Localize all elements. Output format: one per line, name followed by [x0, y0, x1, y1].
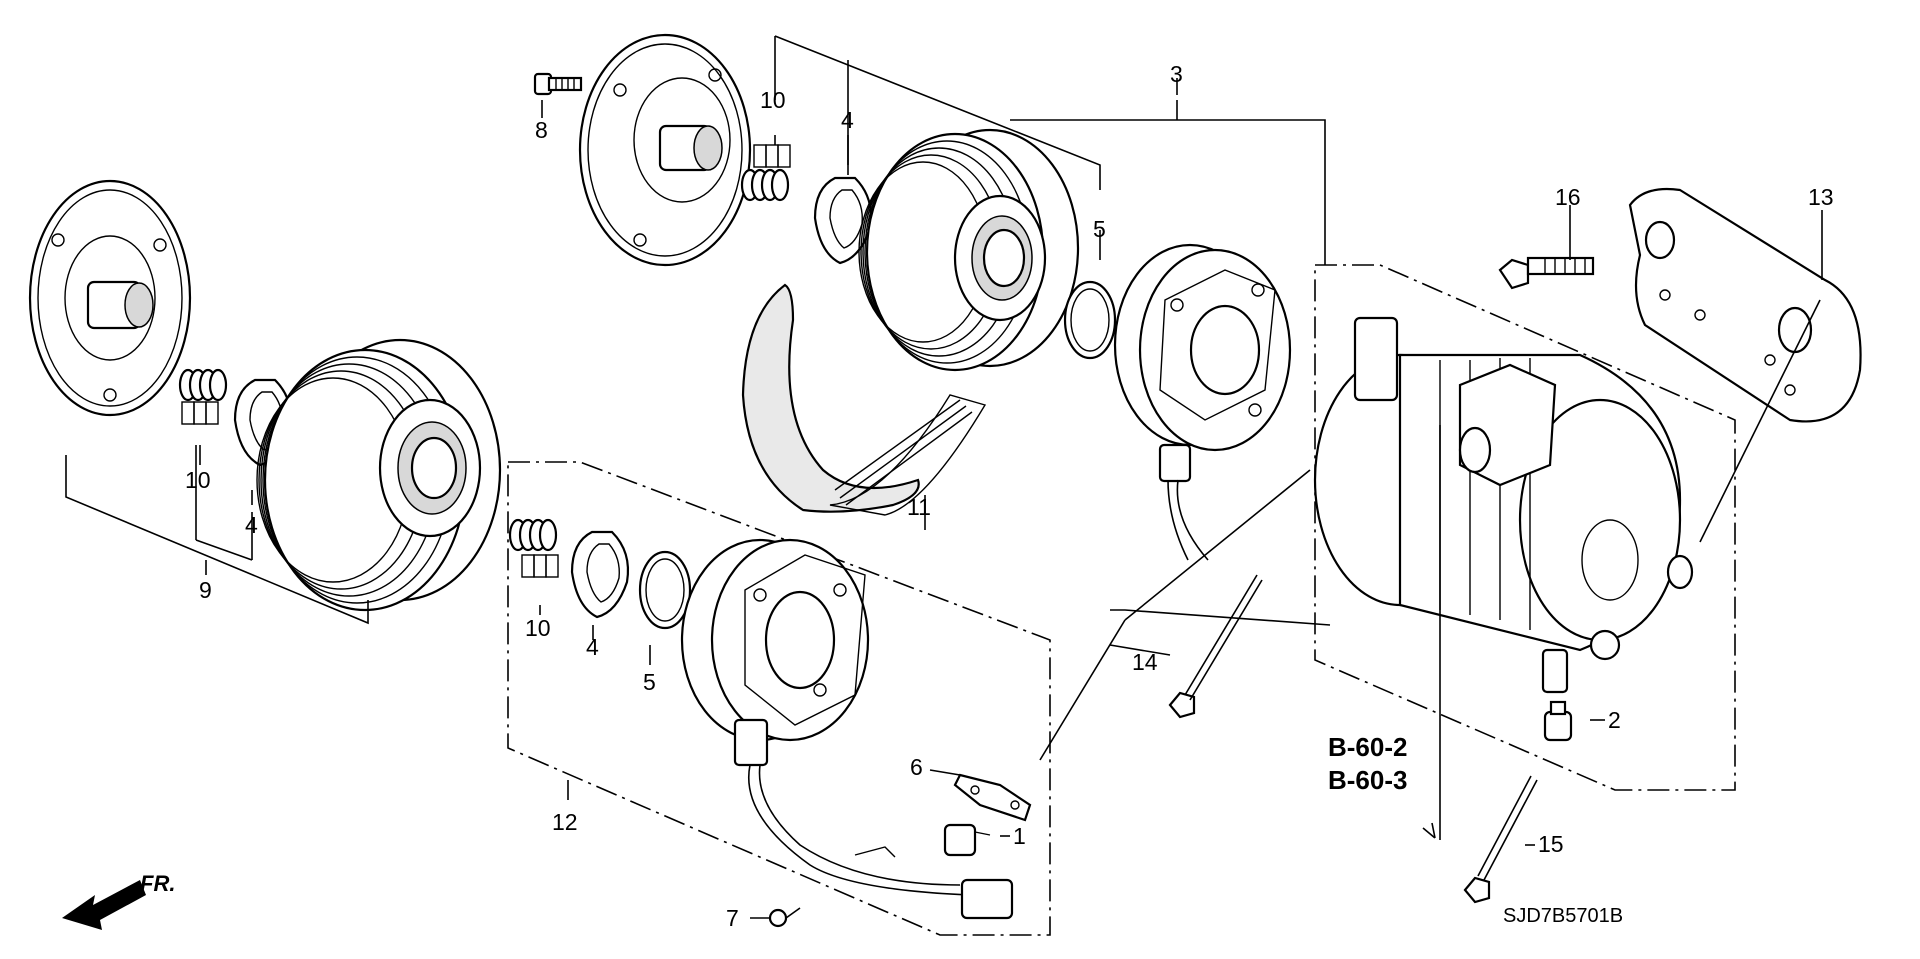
clip-6	[953, 773, 1032, 822]
callout-10-top: 10	[760, 87, 786, 113]
shim-set-top	[740, 144, 791, 202]
compressor-body	[1313, 316, 1694, 694]
dashed-box-12	[507, 461, 1051, 936]
callout-2: 2	[1608, 707, 1621, 733]
wire-clip-lower	[854, 846, 896, 858]
pulley-left	[256, 338, 502, 612]
drawing-code: SJD7B5701B	[1503, 905, 1623, 927]
callout-6: 6	[910, 754, 923, 780]
callout-9: 9	[199, 577, 212, 603]
pulley-top	[858, 128, 1080, 372]
callout-5-lower: 5	[643, 669, 656, 695]
callout-8: 8	[535, 117, 548, 143]
callout-4-top: 4	[841, 107, 854, 133]
bracket-13	[1628, 187, 1862, 423]
snap-ring-lower	[570, 530, 630, 619]
bolt-15	[1463, 775, 1538, 904]
callout-10-left: 10	[185, 467, 211, 493]
dashed-box-compressor	[1314, 264, 1736, 791]
shim-set-left	[178, 368, 228, 425]
reference-b-60-2[interactable]: B-60-2	[1328, 732, 1407, 762]
snap-ring-5-top	[1063, 280, 1117, 360]
belt-11	[741, 283, 987, 516]
callout-16: 16	[1555, 184, 1581, 210]
callout-12: 12	[552, 809, 578, 835]
callout-1: 1	[1013, 823, 1026, 849]
callout-10-lower: 10	[525, 615, 551, 641]
front-arrow-icon	[62, 880, 146, 930]
callout-14: 14	[1132, 649, 1158, 675]
callout-4-left: 4	[245, 512, 258, 538]
front-indicator: FR.	[140, 871, 175, 896]
bolt-8	[533, 72, 583, 96]
snap-ring-top	[813, 176, 873, 265]
plug-2	[1543, 700, 1573, 742]
leader-lines	[199, 78, 1823, 919]
bracket-9	[65, 455, 369, 625]
shim-set-lower	[508, 518, 559, 578]
field-coil-top	[1113, 243, 1292, 561]
callout-3: 3	[1170, 61, 1183, 87]
bolt-7	[768, 907, 801, 928]
nut-1	[943, 823, 991, 857]
snap-ring-5-lower	[638, 550, 692, 630]
field-coil-lower	[680, 538, 1014, 920]
clutch-plate-left	[28, 179, 192, 417]
bolt-16	[1498, 256, 1595, 290]
callout-7: 7	[726, 905, 739, 931]
callout-11: 11	[907, 494, 931, 520]
callout-4-lower: 4	[586, 634, 599, 660]
callout-13: 13	[1808, 184, 1834, 210]
reference-b-60-3[interactable]: B-60-3	[1328, 765, 1407, 795]
callout-5-top: 5	[1093, 216, 1106, 242]
clutch-plate-top	[578, 33, 752, 267]
bracket-3	[1010, 119, 1326, 265]
callout-15: 15	[1538, 831, 1564, 857]
bolt-14	[1168, 574, 1263, 719]
